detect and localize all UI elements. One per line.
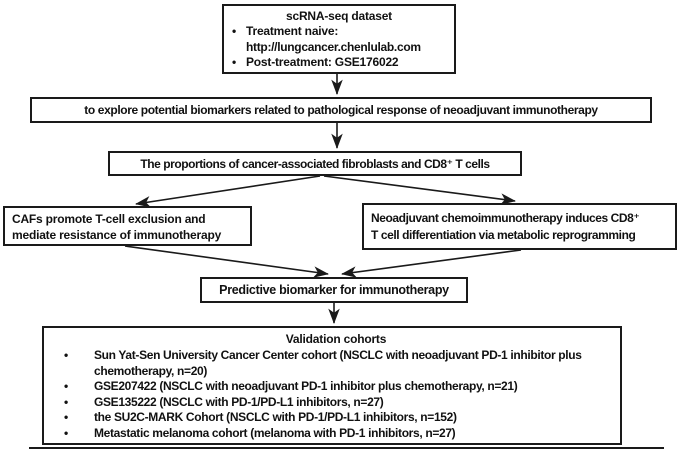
proportions-text: The proportions of cancer-associated fib… — [140, 156, 490, 171]
dataset-bullet-post-treatment: Post-treatment: GSE176022 — [246, 55, 399, 69]
validation-cohort-sysucc: Sun Yat-Sen University Cancer Center coh… — [94, 348, 582, 378]
cafs-line1: CAFs promote T-cell exclusion and — [12, 212, 206, 226]
dataset-box: scRNA-seq dataset • Treatment naive: htt… — [222, 4, 456, 74]
list-item: • GSE207422 (NSCLC with neoadjuvant PD-1… — [60, 379, 612, 395]
dataset-title: scRNA-seq dataset — [286, 9, 392, 23]
validation-cohort-gse207422: GSE207422 (NSCLC with neoadjuvant PD-1 i… — [94, 379, 518, 393]
list-item: • GSE135222 (NSCLC with PD-1/PD-L1 inhib… — [60, 395, 612, 411]
predictive-biomarker-box: Predictive biomarker for immunotherapy — [200, 277, 468, 303]
validation-cohorts-box: Validation cohorts • Sun Yat-Sen Univers… — [42, 326, 622, 445]
validation-cohort-melanoma: Metastatic melanoma cohort (melanoma wit… — [94, 425, 456, 440]
bullet-icon: • — [64, 410, 69, 424]
bullet-icon: • — [64, 394, 69, 409]
list-item: • Treatment naive: — [230, 24, 448, 40]
arrow-cafs-to-predictive — [124, 245, 329, 278]
arrow-proportions-to-chemoimmunotherapy — [323, 175, 516, 205]
chemoimmunotherapy-line1: Neoadjuvant chemoimmunotherapy induces C… — [371, 211, 640, 225]
validation-cohort-gse135222: GSE135222 (NSCLC with PD-1/PD-L1 inhibit… — [94, 394, 384, 409]
list-item: • Metastatic melanoma cohort (melanoma w… — [60, 426, 612, 442]
list-item: • the SU2C-MARK Cohort (NSCLC with PD-1/… — [60, 410, 612, 426]
predictive-text: Predictive biomarker for immunotherapy — [219, 283, 449, 297]
list-item: • Sun Yat-Sen University Cancer Center c… — [60, 348, 612, 379]
validation-title: Validation cohorts — [285, 332, 387, 346]
bullet-icon: • — [64, 379, 69, 393]
cafs-line2: mediate resistance of immunotherapy — [12, 228, 222, 242]
cafs-box: CAFs promote T-cell exclusion and mediat… — [3, 206, 252, 246]
dataset-bullet-treatment-naive: Treatment naive: — [246, 24, 339, 38]
bullet-icon: • — [232, 55, 237, 69]
arrow-chemoimmunotherapy-to-predictive — [341, 249, 522, 278]
objective-box: to explore potential biomarkers related … — [30, 97, 652, 123]
list-item: • Post-treatment: GSE176022 — [230, 55, 448, 71]
validation-cohort-su2c-mark: the SU2C-MARK Cohort (NSCLC with PD-1/PD… — [94, 410, 457, 424]
arrow-proportions-to-cafs — [135, 175, 321, 208]
bullet-icon: • — [64, 425, 69, 440]
dataset-url: http://lungcancer.chenlulab.com — [246, 39, 421, 54]
proportions-box: The proportions of cancer-associated fib… — [108, 151, 522, 176]
figure-bottom-rule — [29, 447, 664, 449]
objective-text: to explore potential biomarkers related … — [84, 103, 598, 117]
bullet-icon: • — [64, 348, 69, 362]
chemoimmunotherapy-box: Neoadjuvant chemoimmunotherapy induces C… — [362, 203, 677, 250]
bullet-icon: • — [232, 24, 237, 38]
chemoimmunotherapy-line2: T cell differentiation via metabolic rep… — [371, 227, 636, 242]
